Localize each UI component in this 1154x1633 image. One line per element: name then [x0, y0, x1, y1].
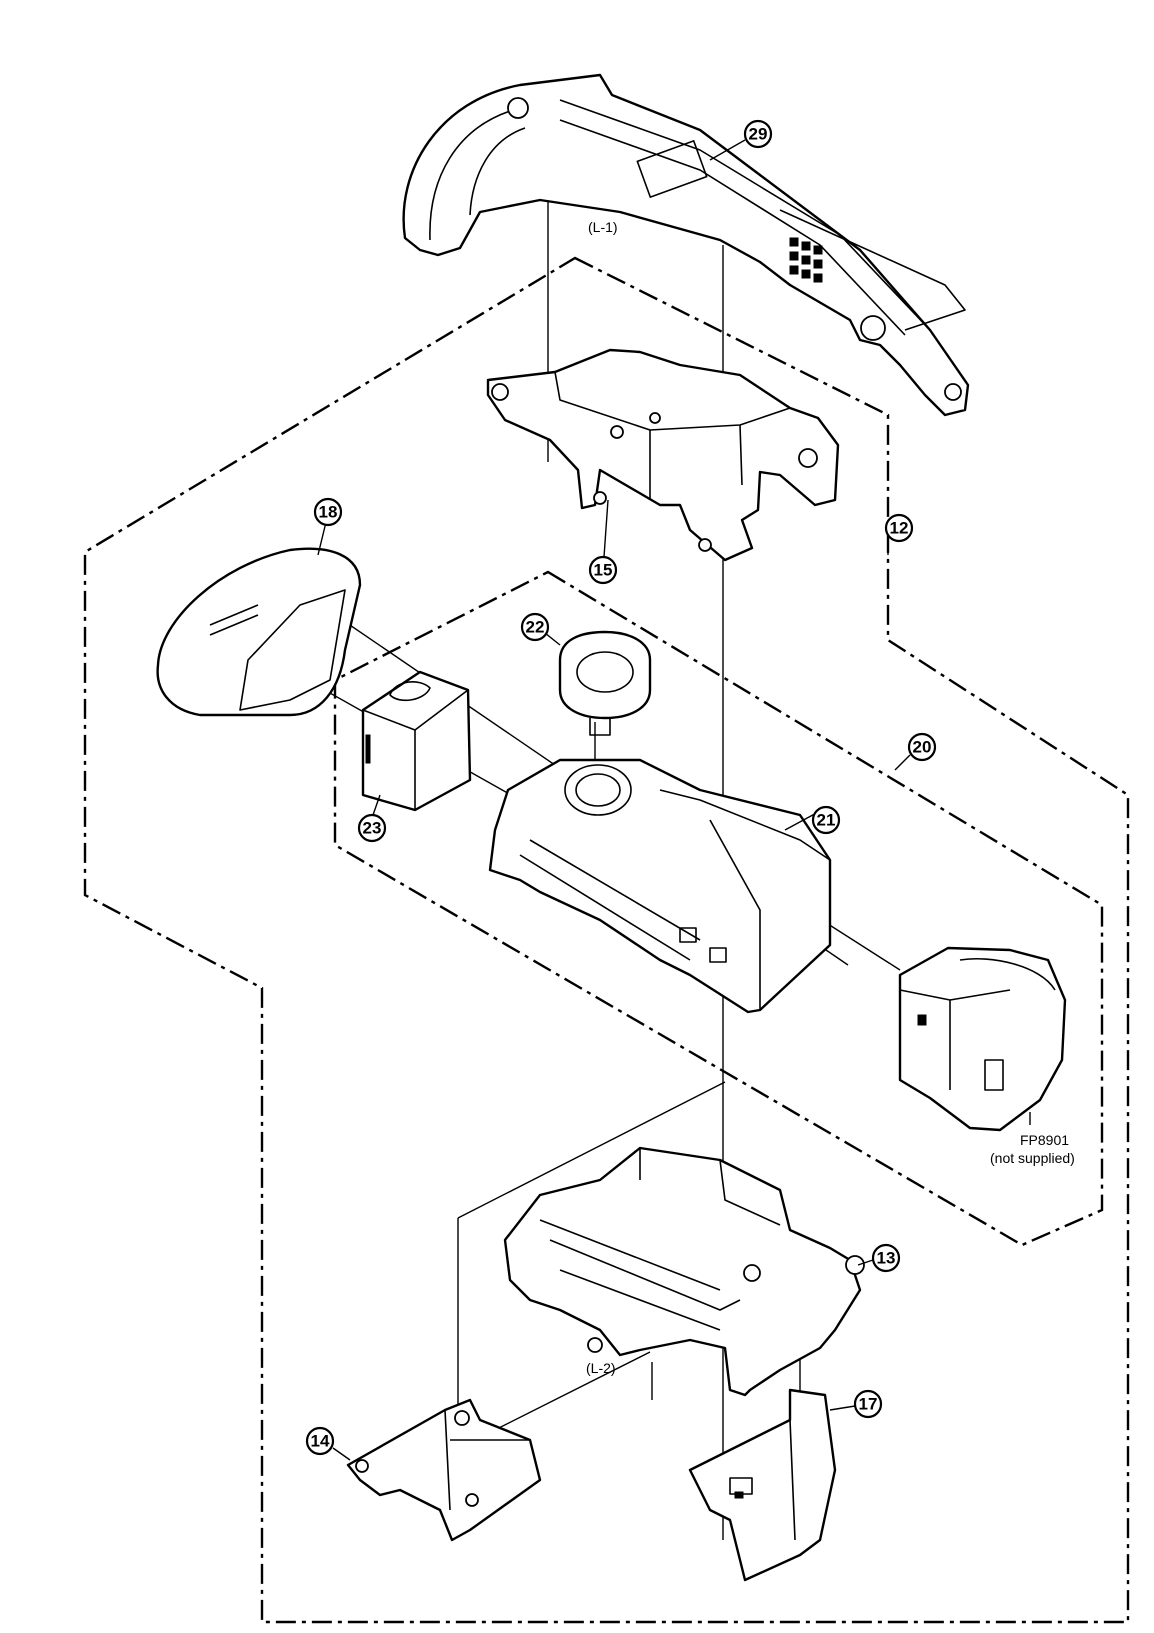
- part-15-bracket: [486, 348, 840, 562]
- callout-23: 23: [357, 813, 387, 843]
- label-l1: (L-1): [588, 219, 618, 235]
- label-fp8901: FP8901: [1020, 1132, 1069, 1148]
- callout-13-label: 13: [877, 1249, 896, 1268]
- vent-grille: [789, 237, 823, 283]
- part-29-top-cover: [402, 73, 970, 417]
- callout-18-label: 18: [319, 503, 338, 522]
- callout-12-label: 12: [890, 519, 909, 538]
- callout-17-label: 17: [859, 1395, 878, 1414]
- callout-29: 29: [743, 119, 773, 149]
- callout-21: 21: [811, 805, 841, 835]
- callout-29-label: 29: [749, 125, 768, 144]
- part-13-frame: [503, 1146, 865, 1397]
- callout-20-label: 20: [913, 738, 932, 757]
- callout-14-label: 14: [311, 1432, 330, 1451]
- part-23-cube: [361, 670, 472, 812]
- part-17-plate: [688, 1388, 837, 1582]
- callout-23-label: 23: [363, 819, 382, 838]
- callout-18: 18: [313, 497, 343, 527]
- callout-21-label: 21: [817, 811, 836, 830]
- callout-14: 14: [305, 1426, 335, 1456]
- part-18-eyecup: [156, 547, 362, 717]
- callout-15: 15: [588, 555, 618, 585]
- callout-22-label: 22: [526, 618, 545, 637]
- callout-20: 20: [907, 732, 937, 762]
- callout-22: 22: [520, 612, 550, 642]
- callout-15-label: 15: [594, 561, 613, 580]
- part-21-housing: [488, 758, 832, 1014]
- part-fp8901-block: [898, 946, 1067, 1132]
- label-not-supplied: (not supplied): [990, 1150, 1075, 1166]
- part-14-plate: [346, 1398, 542, 1542]
- callout-13: 13: [871, 1243, 901, 1273]
- callout-17: 17: [853, 1389, 883, 1419]
- label-l2: (L-2): [586, 1360, 616, 1376]
- callout-12: 12: [884, 513, 914, 543]
- part-22-ring: [558, 630, 652, 736]
